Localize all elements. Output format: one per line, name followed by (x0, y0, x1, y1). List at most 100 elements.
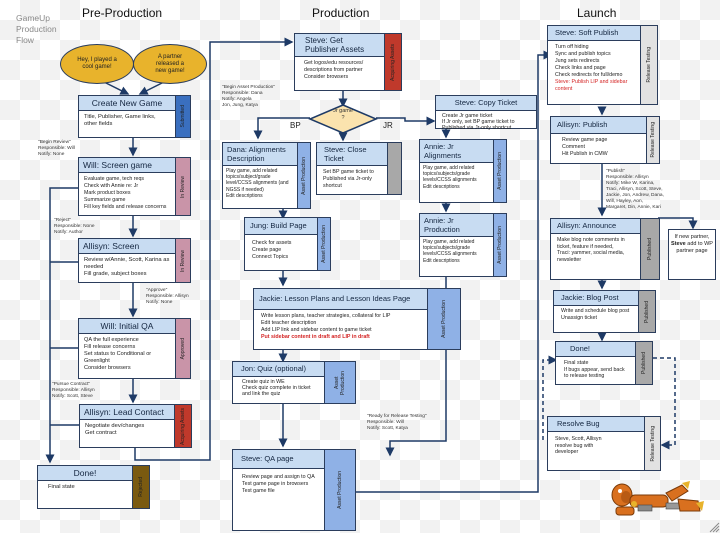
node-title: Steve: QA page (233, 450, 324, 469)
start-event-label: Hey, I played a cool game! (77, 57, 117, 70)
node-body-line: QA the full experience (84, 337, 139, 343)
node-body-line: Fill release concerns (84, 344, 136, 350)
node-body-line: If bugs appear, send back to release tes… (564, 366, 625, 380)
diagram-title-line: GameUp (16, 13, 51, 23)
status-label: Asset Production (301, 156, 307, 195)
start-event-played-game[interactable]: Hey, I played a cool game! (60, 44, 134, 84)
node-body-line: Review w/Annie, Scott, Karina as needed (84, 257, 170, 270)
node-body: Write and schedule blog post Unassign ti… (554, 306, 638, 323)
status-label: Submitted (180, 105, 186, 128)
note-line: Will, Hayley, Aon, (606, 199, 643, 204)
status-label: Asset Production (441, 300, 447, 338)
status-badge-approved: Approved (175, 319, 190, 378)
node-title: Done! (38, 466, 132, 481)
edge-contact-getassets (134, 37, 294, 461)
node-steve-copy-ticket[interactable]: Steve: Copy Ticket Create Jr game ticket… (435, 95, 537, 131)
node-allisyn-screen[interactable]: Allisyn: Screen Review w/Annie, Scott, K… (78, 238, 191, 283)
column-heading-pre-production: Pre-Production (82, 6, 163, 20)
transition-note-publish: "Publish" Responsible: Allisyn Notify: M… (606, 169, 664, 211)
node-body-line: Negotiate dev/changes (85, 423, 145, 429)
node-body: Get logos/edu resources/ descriptions fr… (295, 57, 384, 84)
start-event-partner-release[interactable]: A partner released a new game! (133, 44, 207, 84)
node-done-rejected[interactable]: Done! Final state Rejected (37, 465, 150, 509)
status-badge-published: Published (635, 342, 652, 384)
node-allisyn-announce[interactable]: Allisyn: Announce Make blog note comment… (550, 218, 660, 280)
node-annie-jr-alignments[interactable]: Annie: Jr Alignments Play game, add rela… (419, 139, 507, 203)
node-body-line: Connect Topics (252, 254, 289, 260)
status-label: Rejected (138, 477, 144, 497)
node-annie-jr-production[interactable]: Annie: Jr Production Play game, add rela… (419, 213, 507, 277)
status-label: Approved (180, 337, 186, 360)
node-body-line: Traci: yammer, social media, newsletter (557, 250, 625, 263)
node-body: Final state If bugs appear, send back to… (556, 357, 635, 383)
node-body: Review game page Comment Hit Publish in … (551, 134, 646, 161)
note-line: Jon, Jung, Katya (222, 103, 258, 108)
status-label: Acquiring Assets (180, 407, 186, 445)
node-title: Dana: Alignments Description (223, 143, 297, 166)
node-body-line: Turn off hiding (555, 44, 589, 50)
transition-note-ready-release-testing: "Ready for Release Testing" Responsible:… (367, 414, 427, 432)
node-steve-soft-publish[interactable]: Steve: Soft Publish Turn off hiding Sync… (547, 25, 658, 105)
node-body-line: Summarize game (84, 197, 126, 203)
node-will-screen-game[interactable]: Will: Screen game Evaluate game, tech re… (78, 157, 191, 216)
node-create-new-game[interactable]: Create New Game Title, Publisher, Game l… (78, 95, 191, 138)
node-steve-get-publisher-assets[interactable]: Steve: Get Publisher Assets Get logos/ed… (294, 33, 402, 91)
node-dana-alignments[interactable]: Dana: Alignments Description Play game, … (222, 142, 311, 209)
status-label: Asset Production (334, 370, 346, 395)
node-body-alert: Put sidebar content in draft and LIP in … (261, 334, 370, 340)
edge-decision-bp (253, 117, 310, 140)
note-line: Margaret, Din, Annie, Kari (606, 205, 661, 210)
status-label: Published (641, 352, 647, 374)
status-badge-acquiring-assets: Acquiring Assets (384, 34, 401, 90)
status-label: Release Testing (650, 122, 656, 158)
node-jackie-blog-post[interactable]: Jackie: Blog Post Write and schedule blo… (553, 290, 656, 333)
node-title: Done! (556, 342, 635, 357)
status-badge-asset-production: Asset Production (493, 140, 506, 202)
status-badge-asset-production: Asset Production (427, 289, 460, 349)
node-title: Resolve Bug (548, 417, 644, 432)
node-body: Review page and assign to QA Test game p… (233, 469, 324, 500)
node-resolve-bug[interactable]: Resolve Bug Steve, Scott, Allisyn resolv… (547, 416, 661, 471)
node-allisyn-publish[interactable]: Allisyn: Publish Review game page Commen… (550, 116, 660, 164)
note-line: Jackie, Jon, Andrew, Dana, (606, 193, 664, 198)
edge-qa-softpublish (354, 50, 553, 493)
status-badge-asset-production: Asset Production (324, 362, 355, 403)
node-body-line: Title, Publisher, Game links, other fiel… (84, 114, 156, 127)
resize-grip-icon[interactable] (708, 521, 720, 533)
node-body: Negotiate dev/changes Get contract (80, 420, 174, 440)
node-body: Title, Publisher, Game links, other fiel… (79, 111, 175, 131)
edge-announce-partner (658, 217, 698, 230)
note-line: Responsible: Allisyn (146, 294, 189, 299)
node-will-initial-qa[interactable]: Will: Initial QA QA the full experience … (78, 318, 191, 379)
column-heading-launch: Launch (577, 6, 617, 20)
node-body: Turn off hiding Sync and publish topics … (548, 41, 640, 96)
node-body-line: Check quiz complete in ticket and link t… (242, 385, 311, 397)
decision-diamond[interactable] (308, 104, 378, 134)
edge-done-resolvebug (653, 357, 676, 450)
node-title: Steve: Get Publisher Assets (295, 34, 384, 57)
node-body-line: Sync and publish topics (555, 51, 611, 57)
transition-note-begin-review: "Begin Review" Responsible: Will Notify:… (38, 140, 75, 158)
node-jackie-lesson-plans[interactable]: Jackie: Lesson Plans and Lesson Ideas Pa… (253, 288, 461, 350)
node-steve-close-ticket[interactable]: Steve: Close Ticket Set BP game ticket t… (316, 142, 402, 195)
node-body-line: Fill key fields and release concerns (84, 204, 167, 210)
partner-page-note[interactable]: If new partner, Steve add to WP partner … (668, 229, 716, 280)
node-allisyn-lead-contact[interactable]: Allisyn: Lead Contact Negotiate dev/chan… (79, 404, 192, 448)
note-line: "Begin Review" (38, 140, 71, 145)
note-line: "Ready for Release Testing" (367, 414, 427, 419)
node-body-line: Check links and page (555, 65, 606, 71)
note-line: Responsible: Will (367, 420, 404, 425)
node-jung-build-page[interactable]: Jung: Build Page Check for assets Create… (244, 217, 331, 271)
status-badge-in-review: In Review (175, 239, 190, 282)
status-badge-release-testing: Release Testing (646, 117, 659, 163)
node-jon-quiz[interactable]: Jon: Quiz (optional) Create quiz in WE C… (232, 361, 356, 404)
status-badge-rejected: Rejected (132, 466, 149, 508)
node-done-published[interactable]: Done! Final state If bugs appear, send b… (555, 341, 653, 385)
node-body-line: Make blog note comments in ticket, featu… (557, 237, 625, 250)
node-steve-qa-page[interactable]: Steve: QA page Review page and assign to… (232, 449, 356, 531)
node-body: QA the full experience Fill release conc… (79, 334, 175, 375)
node-body-line: Create page (252, 247, 282, 253)
note-line: Responsible: Allisyn (606, 175, 649, 180)
node-body-line: Check for assets (252, 240, 292, 246)
